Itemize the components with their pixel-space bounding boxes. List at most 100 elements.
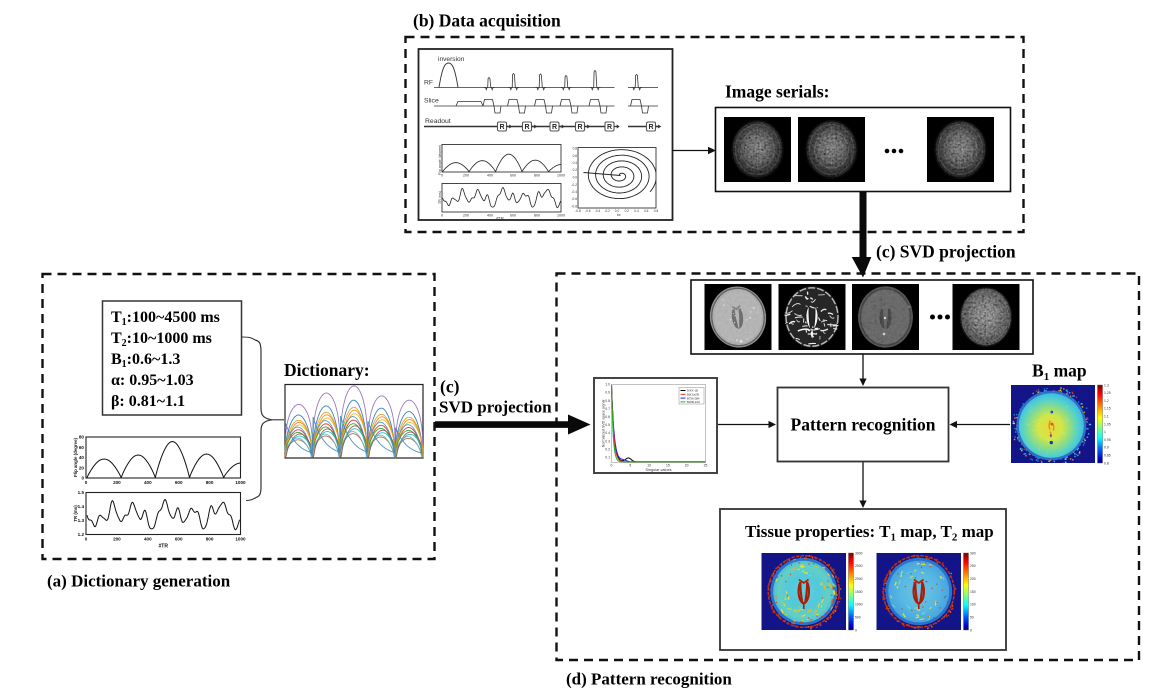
svg-text:0.4: 0.4 bbox=[573, 161, 578, 165]
svg-text:20: 20 bbox=[685, 464, 689, 468]
svg-text:80: 80 bbox=[79, 435, 85, 440]
svg-text:40: 40 bbox=[79, 455, 85, 460]
svg-text:0.5: 0.5 bbox=[605, 423, 610, 427]
svg-text:#TR: #TR bbox=[159, 544, 169, 550]
svg-text:0: 0 bbox=[85, 480, 88, 485]
svg-text:1.4: 1.4 bbox=[78, 504, 85, 509]
svg-text:250: 250 bbox=[970, 564, 976, 568]
svg-text:B1:0.6~1.3: B1:0.6~1.3 bbox=[111, 351, 180, 370]
svg-text:-0.4: -0.4 bbox=[572, 190, 578, 194]
svg-text:200: 200 bbox=[113, 480, 121, 485]
svg-text:0.8: 0.8 bbox=[605, 399, 610, 403]
svg-text:(a) Dictionary generation: (a) Dictionary generation bbox=[47, 572, 231, 591]
svg-text:400: 400 bbox=[144, 537, 152, 542]
svg-text:Tissue properties: T1 map, T2: Tissue properties: T1 map, T2 map bbox=[745, 522, 994, 544]
svg-text:600: 600 bbox=[510, 214, 516, 218]
svg-text:1.3: 1.3 bbox=[1104, 383, 1109, 387]
svg-text:kx: kx bbox=[617, 213, 621, 217]
svg-text:600: 600 bbox=[175, 480, 183, 485]
svg-text:B756-2B4: B756-2B4 bbox=[687, 396, 700, 400]
svg-text:Readout: Readout bbox=[425, 118, 451, 125]
svg-text:1000: 1000 bbox=[557, 214, 565, 218]
svg-text:3000: 3000 bbox=[855, 551, 863, 555]
svg-text:1.2: 1.2 bbox=[78, 532, 85, 537]
svg-text:R: R bbox=[577, 124, 582, 131]
svg-text:600: 600 bbox=[175, 537, 183, 542]
svg-text:400: 400 bbox=[144, 480, 152, 485]
svg-text:800: 800 bbox=[534, 174, 540, 178]
svg-text:0.95: 0.95 bbox=[1104, 438, 1111, 442]
svg-text:0.1: 0.1 bbox=[605, 456, 610, 460]
svg-text:15: 15 bbox=[666, 464, 670, 468]
svg-text:R: R bbox=[524, 124, 529, 131]
svg-text:1000: 1000 bbox=[855, 603, 863, 607]
svg-text:0: 0 bbox=[85, 537, 88, 542]
svg-text:B1 map: B1 map bbox=[1032, 361, 1087, 384]
svg-text:0.0: 0.0 bbox=[573, 176, 578, 180]
svg-text:R: R bbox=[499, 124, 504, 131]
svg-text:B32B-2A0: B32B-2A0 bbox=[687, 400, 700, 404]
svg-text:TR (ms): TR (ms) bbox=[438, 191, 442, 204]
svg-text:0.2: 0.2 bbox=[605, 448, 610, 452]
svg-text:400: 400 bbox=[487, 174, 493, 178]
svg-text:800: 800 bbox=[206, 537, 214, 542]
svg-text:β: 0.81~1.1: β: 0.81~1.1 bbox=[111, 393, 185, 410]
svg-text:Slice: Slice bbox=[424, 98, 439, 105]
svg-text:200: 200 bbox=[463, 174, 469, 178]
svg-text:2500: 2500 bbox=[855, 564, 863, 568]
svg-text:1000: 1000 bbox=[235, 480, 246, 485]
svg-text:800: 800 bbox=[534, 214, 540, 218]
svg-text:800: 800 bbox=[206, 480, 214, 485]
svg-text:-0.2: -0.2 bbox=[572, 183, 578, 187]
svg-text:1000: 1000 bbox=[557, 174, 565, 178]
svg-text:60: 60 bbox=[79, 445, 85, 450]
svg-text:0: 0 bbox=[855, 628, 857, 632]
svg-text:Image serials:: Image serials: bbox=[725, 82, 830, 102]
svg-text:-0.8: -0.8 bbox=[572, 205, 578, 209]
svg-text:SVD projection: SVD projection bbox=[439, 398, 552, 417]
svg-text:200: 200 bbox=[463, 214, 469, 218]
svg-text:#TR: #TR bbox=[496, 216, 504, 221]
svg-text:20: 20 bbox=[79, 465, 85, 470]
svg-text:0.8: 0.8 bbox=[573, 147, 578, 151]
svg-text:0.85: 0.85 bbox=[1104, 454, 1111, 458]
svg-text:0.3: 0.3 bbox=[605, 439, 610, 443]
svg-text:150: 150 bbox=[970, 590, 976, 594]
svg-text:Dictionary:: Dictionary: bbox=[284, 360, 370, 380]
svg-text:0.9: 0.9 bbox=[1104, 446, 1109, 450]
svg-text:300: 300 bbox=[970, 551, 976, 555]
svg-text:DIXX-1B: DIXX-1B bbox=[687, 389, 698, 393]
svg-text:Normalized SVD space signal: Normalized SVD space signal bbox=[602, 400, 606, 448]
svg-text:-0.6: -0.6 bbox=[585, 209, 591, 213]
svg-text:-0.6: -0.6 bbox=[572, 197, 578, 201]
svg-text:1.5: 1.5 bbox=[78, 490, 85, 495]
svg-text:-0.4: -0.4 bbox=[595, 209, 601, 213]
svg-text:R: R bbox=[607, 124, 612, 131]
svg-text:1.15: 1.15 bbox=[1104, 407, 1111, 411]
svg-text:1500: 1500 bbox=[855, 590, 863, 594]
svg-text:1.1: 1.1 bbox=[1104, 415, 1109, 419]
svg-text:400: 400 bbox=[487, 214, 493, 218]
svg-text:(c): (c) bbox=[440, 377, 460, 397]
svg-text:0: 0 bbox=[81, 476, 84, 481]
svg-text:5: 5 bbox=[629, 464, 631, 468]
svg-text:0: 0 bbox=[611, 464, 613, 468]
svg-text:600: 600 bbox=[510, 174, 516, 178]
svg-text:0.9: 0.9 bbox=[605, 391, 610, 395]
svg-text:1.25: 1.25 bbox=[1104, 391, 1111, 395]
svg-text:0: 0 bbox=[970, 628, 972, 632]
svg-text:Singular values: Singular values bbox=[646, 468, 672, 472]
svg-text:1.2: 1.2 bbox=[1104, 399, 1109, 403]
svg-text:50: 50 bbox=[970, 616, 974, 620]
svg-text:Flip angle (degree): Flip angle (degree) bbox=[73, 437, 78, 477]
svg-text:0.7: 0.7 bbox=[605, 407, 610, 411]
svg-text:10: 10 bbox=[647, 464, 651, 468]
svg-text:0.2: 0.2 bbox=[625, 209, 630, 213]
svg-text:T1:100~4500 ms: T1:100~4500 ms bbox=[111, 309, 220, 328]
svg-text:0.6: 0.6 bbox=[644, 209, 649, 213]
svg-text:T2:10~1000 ms: T2:10~1000 ms bbox=[111, 330, 212, 349]
svg-text:1.3: 1.3 bbox=[78, 518, 85, 523]
svg-text:0.2: 0.2 bbox=[573, 168, 578, 172]
svg-text:inversion: inversion bbox=[438, 56, 465, 63]
svg-text:0.6: 0.6 bbox=[573, 154, 578, 158]
